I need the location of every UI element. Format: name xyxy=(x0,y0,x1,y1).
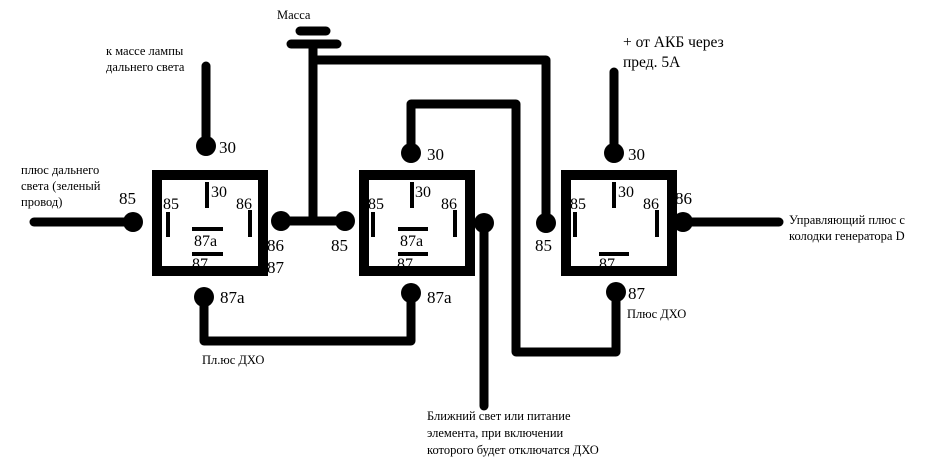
relay-3-inner-30: 30 xyxy=(618,184,634,201)
battery-plus-note: + от АКБ через пред. 5А xyxy=(623,34,724,71)
relay-2-30-to-relay-3-87-wire xyxy=(406,99,621,357)
battery-plus-line-2: пред. 5А xyxy=(623,54,681,71)
low-beam-note: Ближний свет или питание элемента, при в… xyxy=(427,409,599,457)
relay-2-pin-85-label: 85 xyxy=(331,236,348,255)
high-beam-plus-line-3: провод) xyxy=(21,195,62,209)
relay-1-pin-87a-label: 87a xyxy=(220,288,245,307)
relay-1-inner-30: 30 xyxy=(211,184,227,201)
high-beam-plus-line-2: света (зеленый xyxy=(21,179,101,193)
relay-3-pin-86-terminal xyxy=(673,212,693,232)
relay-3-inner-87: 87 xyxy=(599,256,615,273)
relay-1-pin-30-label: 30 xyxy=(219,138,236,157)
high-beam-plus-note: плюс дальнего света (зеленый провод) xyxy=(21,163,101,209)
relay-1-pin-30-terminal xyxy=(196,136,216,156)
ground-to-relay3-85-wire xyxy=(308,55,551,227)
relay-1-body xyxy=(152,170,268,276)
relay-1-pin-85-terminal xyxy=(123,212,143,232)
relay-1-pin-87-label: 87 xyxy=(267,258,285,277)
relay-2-pin-30-terminal xyxy=(401,143,421,163)
relay-3-pin-85-label: 85 xyxy=(535,236,552,255)
low-beam-line-2: элемента, при включении xyxy=(427,426,564,440)
relay-2-inner-87a: 87a xyxy=(400,233,423,250)
relay-3-pin-86-label: 86 xyxy=(675,189,692,208)
relay-2-inner-30: 30 xyxy=(415,184,431,201)
relay-1-inner-86: 86 xyxy=(236,196,252,213)
relay-2-pin-86-terminal xyxy=(474,213,494,233)
lamp-ground-line-2: дальнего света xyxy=(106,60,185,74)
generator-plus-line-2: колодки генератора D xyxy=(789,229,905,243)
relay-3-pin-87-label: 87 xyxy=(628,284,646,303)
generator-plus-note: Управляющий плюс с колодки генератора D xyxy=(789,213,905,243)
relay-2-inner-87: 87 xyxy=(397,256,413,273)
lamp-ground-note: к массе лампы дальнего света xyxy=(106,44,185,74)
relay-1-pin-85-label: 85 xyxy=(119,189,136,208)
relay-3-pin-30-terminal xyxy=(604,143,624,163)
low-beam-line-1: Ближний свет или питание xyxy=(427,409,571,423)
relay-3-inner-86: 86 xyxy=(643,196,659,213)
relay-3-pin-85-terminal xyxy=(536,213,556,233)
relay-2-pin-85-terminal xyxy=(335,211,355,231)
relay-2-pin-87a-label: 87a xyxy=(427,288,452,307)
relay-2-inner-86: 86 xyxy=(441,196,457,213)
relay-3-pin-30-label: 30 xyxy=(628,145,645,164)
relay-2-pin-30-label: 30 xyxy=(427,145,444,164)
relay-3: 30 85 86 87 xyxy=(561,170,677,276)
low-beam-line-3: которого будет отключатся ДХО xyxy=(427,443,599,457)
relay-1: 30 85 86 87a 87 xyxy=(152,170,268,276)
high-beam-plus-line-1: плюс дальнего xyxy=(21,163,99,177)
drl-plus-right-label: Плюс ДХО xyxy=(627,307,686,321)
relay-1-pin-86-label: 86 xyxy=(267,236,284,255)
relay-1-inner-85: 85 xyxy=(163,196,179,213)
relay-1-pin-87a-terminal xyxy=(194,287,214,307)
relay-3-inner-85: 85 xyxy=(570,196,586,213)
relay-3-pin-87-terminal xyxy=(606,282,626,302)
relay-2: 30 85 86 87a 87 xyxy=(359,170,475,276)
ground-label: Масса xyxy=(277,8,311,22)
relay-1-pin-86-terminal xyxy=(271,211,291,231)
relay-1-inner-87a: 87a xyxy=(194,233,217,250)
relay-1-inner-87: 87 xyxy=(192,256,208,273)
drl-plus-left-label: Пл.юс ДХО xyxy=(202,353,264,367)
relay-2-inner-85: 85 xyxy=(368,196,384,213)
relay-2-pin-87a-terminal xyxy=(401,283,421,303)
drl-plus-87a-loop-wire xyxy=(199,288,416,346)
lamp-ground-line-1: к массе лампы xyxy=(106,44,184,58)
generator-plus-line-1: Управляющий плюс с xyxy=(789,213,905,227)
battery-plus-line-1: + от АКБ через xyxy=(623,34,724,51)
